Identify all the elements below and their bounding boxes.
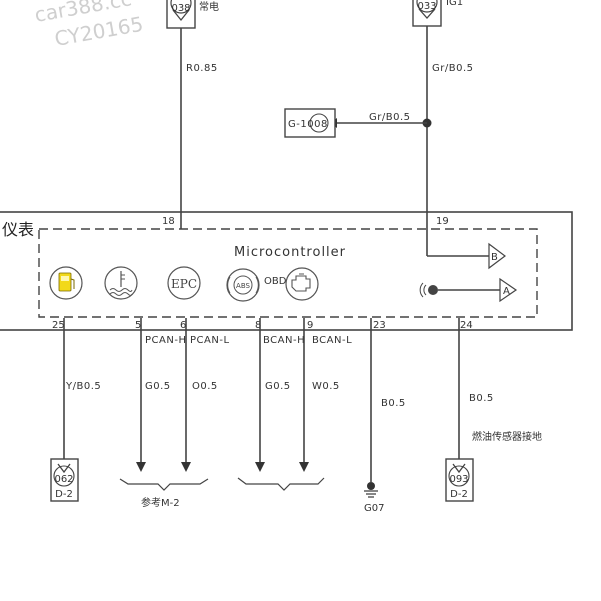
wire-label: Y/B0.5 xyxy=(65,381,101,392)
wire-label: R0.85 xyxy=(186,63,218,74)
connector-id: 038 xyxy=(171,3,190,14)
pin-number: 5 xyxy=(135,320,141,331)
pin-number: 6 xyxy=(180,320,186,331)
pin-number: 9 xyxy=(307,320,313,331)
abs-warning-icon: ABS xyxy=(226,268,260,302)
instrument-cluster-module[interactable] xyxy=(0,211,573,331)
arrow-icon xyxy=(181,462,191,472)
wire-label: W0.5 xyxy=(312,381,340,392)
connector-id: 093 xyxy=(449,474,468,485)
connector-id: 033 xyxy=(417,1,436,12)
pin-number: 23 xyxy=(373,320,386,331)
svg-text:ABS: ABS xyxy=(236,282,250,290)
wire-label: O0.5 xyxy=(192,381,218,392)
pin-number: 8 xyxy=(255,320,261,331)
signal-label: BCAN-L xyxy=(312,335,352,346)
microcontroller-boundary xyxy=(38,228,538,318)
arrow-icon xyxy=(255,462,265,472)
pin-number: 18 xyxy=(162,216,175,227)
signal-label: BCAN-H xyxy=(263,335,305,346)
output-b-arrow-icon xyxy=(488,242,506,270)
fuel-warning-icon xyxy=(49,266,83,300)
obd-label: OBD xyxy=(264,276,287,287)
epc-icon: EPC xyxy=(167,266,201,300)
connector-062[interactable]: 062 D-2 xyxy=(50,458,79,502)
module-name: 仪表 xyxy=(2,220,34,239)
signal-label: PCAN-H xyxy=(145,335,186,346)
connector-033[interactable]: 033 xyxy=(412,0,442,27)
pin-number: 19 xyxy=(436,216,449,227)
connector-g1008[interactable]: G-1008 xyxy=(284,108,336,138)
connector-038[interactable]: 038 xyxy=(166,0,196,29)
connector-label: IG1 xyxy=(446,0,463,8)
wire-label: Gr/B0.5 xyxy=(432,63,474,74)
microcontroller-label: Microcontroller xyxy=(234,245,346,260)
output-a-arrow-icon xyxy=(499,277,518,303)
connector-label: 常电 xyxy=(199,0,219,13)
lamp-symbol-icon xyxy=(419,282,438,298)
ground-icon xyxy=(364,482,378,498)
wire-label: G0.5 xyxy=(265,381,291,392)
svg-text:EPC: EPC xyxy=(171,277,197,291)
connector-sub: D-2 xyxy=(55,489,73,500)
fuel-sensor-ground-label: 燃油传感器接地 xyxy=(472,430,542,443)
engine-check-icon xyxy=(285,267,319,301)
arrow-icon xyxy=(136,462,146,472)
coolant-temperature-icon xyxy=(104,266,138,300)
pin-number: 25 xyxy=(52,320,65,331)
output-label: B xyxy=(491,252,498,263)
brace-bcan xyxy=(237,477,325,491)
pin-number: 24 xyxy=(460,320,473,331)
output-label: A xyxy=(503,286,510,297)
signal-label: PCAN-L xyxy=(190,335,230,346)
wire-label: B0.5 xyxy=(381,398,406,409)
connector-093[interactable]: 093 D-2 xyxy=(445,458,474,502)
connector-sub: D-2 xyxy=(450,489,468,500)
arrow-icon xyxy=(299,462,309,472)
reference-label: 参考M-2 xyxy=(141,496,180,509)
wire-label: Gr/B0.5 xyxy=(369,112,411,123)
brace-pcan xyxy=(119,478,209,491)
connector-id: G-1008 xyxy=(288,119,328,130)
connector-id: 062 xyxy=(54,474,73,485)
wire-label: G0.5 xyxy=(145,381,171,392)
wire-label: B0.5 xyxy=(469,393,494,404)
ground-label: G07 xyxy=(364,503,384,514)
